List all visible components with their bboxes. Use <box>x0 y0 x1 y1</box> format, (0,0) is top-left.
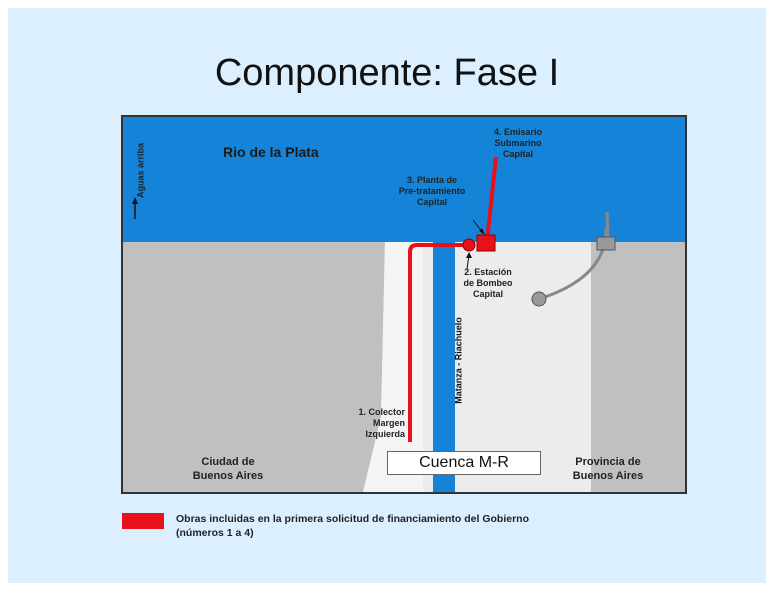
work-label-4: 4. Emisario Submarino Capital <box>493 127 543 159</box>
pretreatment-plant-icon <box>476 234 496 252</box>
channel-label: Matanza - Riachuelo <box>453 317 464 404</box>
map-diagram: Rio de la Plata Aguas arriba Matanza - R… <box>121 115 687 494</box>
rio-de-la-plata <box>123 117 685 242</box>
river-label: Rio de la Plata <box>223 144 319 160</box>
upstream-label: Aguas arriba <box>135 142 146 199</box>
work-label-2: 2. Estación de Bombeo Capital <box>463 267 513 299</box>
existing-outfall-pipe <box>605 211 610 240</box>
matanza-channel <box>433 242 455 492</box>
legend-swatch <box>122 513 164 529</box>
basin-label: Cuenca M-R <box>387 451 541 475</box>
slide-title: Componente: Fase I <box>214 52 560 94</box>
map-graphics <box>123 117 685 492</box>
city-label: Ciudad de Buenos Aires <box>192 456 264 482</box>
submarine-outfall-line <box>485 156 498 242</box>
collector-line <box>408 243 469 442</box>
province-label: Provincia de Buenos Aires <box>572 456 644 482</box>
pumping-station-icon <box>462 238 476 252</box>
leader-3-head <box>479 228 485 235</box>
legend-text: Obras incluidas en la primera solicitud … <box>176 513 529 539</box>
work-label-3: 3. Planta de Pre-tratamiento Capital <box>398 175 466 207</box>
upstream-arrow-head <box>132 197 138 204</box>
existing-pump-icon <box>531 291 547 307</box>
work-label-1: 1. Colector Margen Izquierda <box>358 407 405 439</box>
slide: Componente: Fase I <box>8 8 766 583</box>
leader-2-head <box>466 252 472 258</box>
existing-plant-icon <box>596 236 616 251</box>
